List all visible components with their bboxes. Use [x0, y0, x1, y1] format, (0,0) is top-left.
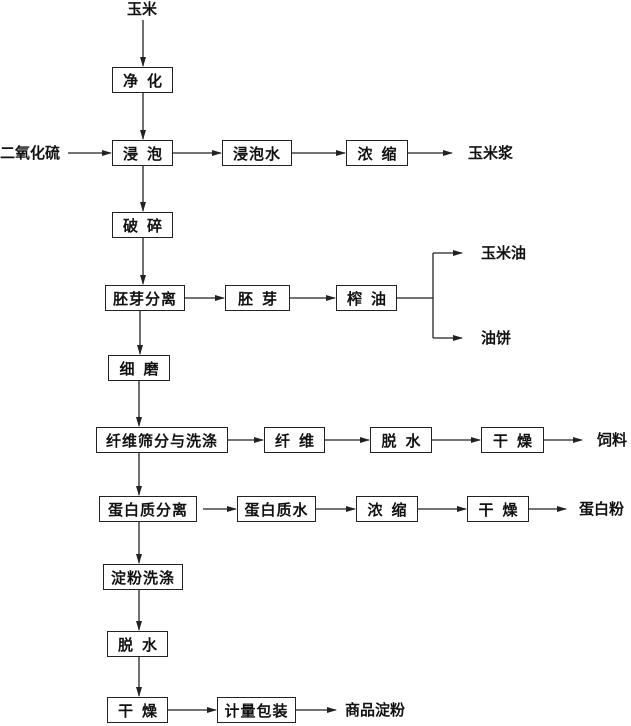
output-corn-steep-liquor: 玉米浆	[468, 144, 514, 162]
step-crush: 破碎	[112, 212, 173, 238]
branch-fiber-dewater: 脱水	[370, 427, 432, 453]
output-feed: 饲料	[597, 431, 628, 449]
step-germ-separation: 胚芽分离	[105, 285, 185, 311]
branch-fiber: 纤维	[264, 427, 325, 453]
output-protein-powder: 蛋白粉	[579, 500, 625, 518]
branch-protein-water: 蛋白质水	[237, 496, 316, 522]
step-fiber-screen-wash: 纤维筛分与洗涤	[96, 427, 228, 453]
step-fine-grind: 细磨	[108, 355, 170, 381]
output-oil-cake: 油饼	[481, 329, 512, 347]
step-dewater: 脱水	[107, 631, 168, 657]
step-purify: 净化	[112, 67, 173, 93]
branch-protein-dry: 干燥	[467, 496, 529, 522]
input-sulfur-dioxide: 二氧化硫	[0, 144, 61, 162]
step-starch-wash: 淀粉洗涤	[103, 564, 183, 590]
output-commercial-starch: 商品淀粉	[345, 701, 406, 719]
step-steep: 浸泡	[112, 140, 173, 166]
step-protein-separation: 蛋白质分离	[99, 496, 197, 522]
input-corn: 玉米	[127, 0, 158, 18]
branch-steep-water: 浸泡水	[222, 140, 292, 166]
branch-press-oil: 榨油	[336, 285, 397, 311]
branch-concentrate-1: 浓缩	[346, 140, 408, 166]
step-weigh-pack: 计量包装	[217, 697, 296, 723]
branch-fiber-dry: 干燥	[481, 427, 544, 453]
output-corn-oil: 玉米油	[481, 244, 527, 262]
branch-germ: 胚芽	[225, 285, 290, 311]
step-dry: 干燥	[107, 697, 168, 723]
branch-concentrate-2: 浓缩	[356, 496, 418, 522]
